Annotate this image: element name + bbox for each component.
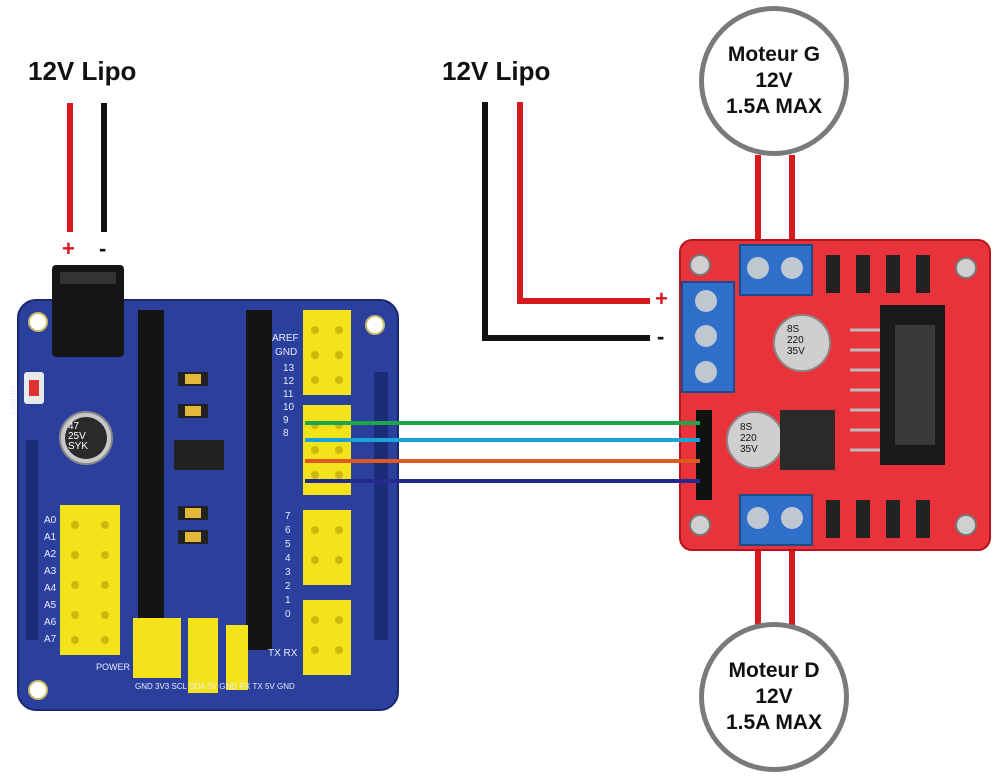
pin-label: 7 — [285, 511, 291, 522]
right-negative-wire — [482, 102, 650, 341]
header-label: GND — [135, 682, 153, 691]
analog-pin-labels: A0 A1 A2 A3 A4 A5 A6 A7 — [44, 512, 56, 648]
driver-cap2-label: 8S 220 35V — [740, 422, 758, 455]
pin-label: 9 — [283, 415, 289, 426]
motor-g-current: 1.5A MAX — [725, 95, 823, 118]
analog-label: A2 — [44, 549, 57, 560]
pin-label: 11 — [283, 389, 294, 400]
motor-g-voltage: 12V — [755, 69, 793, 92]
pin-label: 8 — [283, 428, 289, 439]
analog-label: A5 — [44, 600, 57, 611]
driver-cap-line: 8S — [787, 324, 800, 335]
motor-d-current: 1.5A MAX — [725, 711, 823, 734]
motor-g-name: Moteur G — [727, 43, 821, 66]
pin-label: 1 — [285, 595, 291, 606]
analog-label: A1 — [44, 532, 57, 543]
motor-g-circle: Moteur G 12V 1.5A MAX — [699, 6, 849, 156]
header-label: 5V — [207, 682, 218, 691]
regulator-chip — [174, 440, 224, 470]
nano-io-shield — [17, 265, 399, 711]
driver-cap-line: 220 — [787, 335, 804, 346]
dc-jack — [52, 265, 124, 357]
l298n-driver-board — [679, 239, 991, 551]
pin-label: 0 — [285, 609, 291, 620]
pin-label: 6 — [285, 525, 291, 536]
driver-capacitor-1 — [773, 314, 831, 372]
txrx-label: TX RX — [268, 648, 298, 659]
pin-label: 13 — [283, 363, 295, 374]
header-label: 5V — [264, 682, 275, 691]
right-supply-title: 12V Lipo — [442, 56, 551, 86]
shield-cap-line: 47 — [68, 421, 80, 432]
nano-header-left — [138, 310, 164, 650]
motor-d-name: Moteur D — [728, 659, 820, 682]
gnd-label: GND — [275, 347, 298, 358]
driver-cap-line: 220 — [740, 433, 757, 444]
bottom-header-labels: GND 3V3 SCL SDA 5V GND RX TX 5V GND — [135, 682, 295, 691]
left-supply-title: 12V Lipo — [28, 56, 137, 86]
pin-label: 12 — [283, 376, 295, 387]
driver-cap-line: 35V — [787, 346, 805, 357]
driver-cap-line: 8S — [740, 422, 753, 433]
driver-input-header — [696, 410, 712, 500]
nano-header-right — [246, 310, 272, 650]
shield-cap-line: SYK — [68, 441, 89, 452]
header-label: TX — [252, 682, 263, 691]
analog-label: A0 — [44, 515, 57, 526]
analog-pin-block — [60, 505, 120, 655]
analog-label: A3 — [44, 566, 57, 577]
right-supply-plus: + — [655, 286, 668, 311]
driver-cap1-label: 8S 220 35V — [787, 324, 805, 357]
analog-label: A4 — [44, 583, 57, 594]
analog-label: A6 — [44, 617, 57, 628]
reset-label: RESET — [8, 386, 18, 417]
digital-pin-block-bottom — [303, 510, 351, 675]
shield-cap-label: 47 25V SYK — [68, 422, 88, 452]
digital-pin-labels-top: 13 12 11 10 9 8 — [283, 362, 294, 440]
motor-d-circle: Moteur D 12V 1.5A MAX — [699, 622, 849, 772]
header-label: 3V3 — [155, 682, 170, 691]
header-label: SCL — [171, 682, 187, 691]
motor-d-voltage: 12V — [755, 685, 793, 708]
left-supply-minus: - — [99, 236, 107, 261]
pin-label: 10 — [283, 402, 295, 413]
power-label: POWER — [96, 662, 131, 672]
pin-label: 5 — [285, 539, 291, 550]
pin-label: 3 — [285, 567, 291, 578]
driver-cap-line: 35V — [740, 444, 758, 455]
pin-label: 4 — [285, 553, 291, 564]
left-supply-plus: + — [62, 236, 75, 261]
header-label: SDA — [188, 682, 205, 691]
pin-label: 2 — [285, 581, 291, 592]
header-label: RX — [239, 682, 251, 691]
aref-label: AREF — [272, 333, 299, 344]
shield-cap-line: 25V — [68, 431, 86, 442]
header-label: GND — [276, 682, 295, 691]
right-supply-minus: - — [657, 324, 665, 349]
analog-label: A7 — [44, 634, 57, 645]
right-positive-wire — [517, 102, 650, 304]
header-label: GND — [219, 682, 238, 691]
digital-pin-labels-bottom: 7 6 5 4 3 2 1 0 — [285, 510, 291, 622]
